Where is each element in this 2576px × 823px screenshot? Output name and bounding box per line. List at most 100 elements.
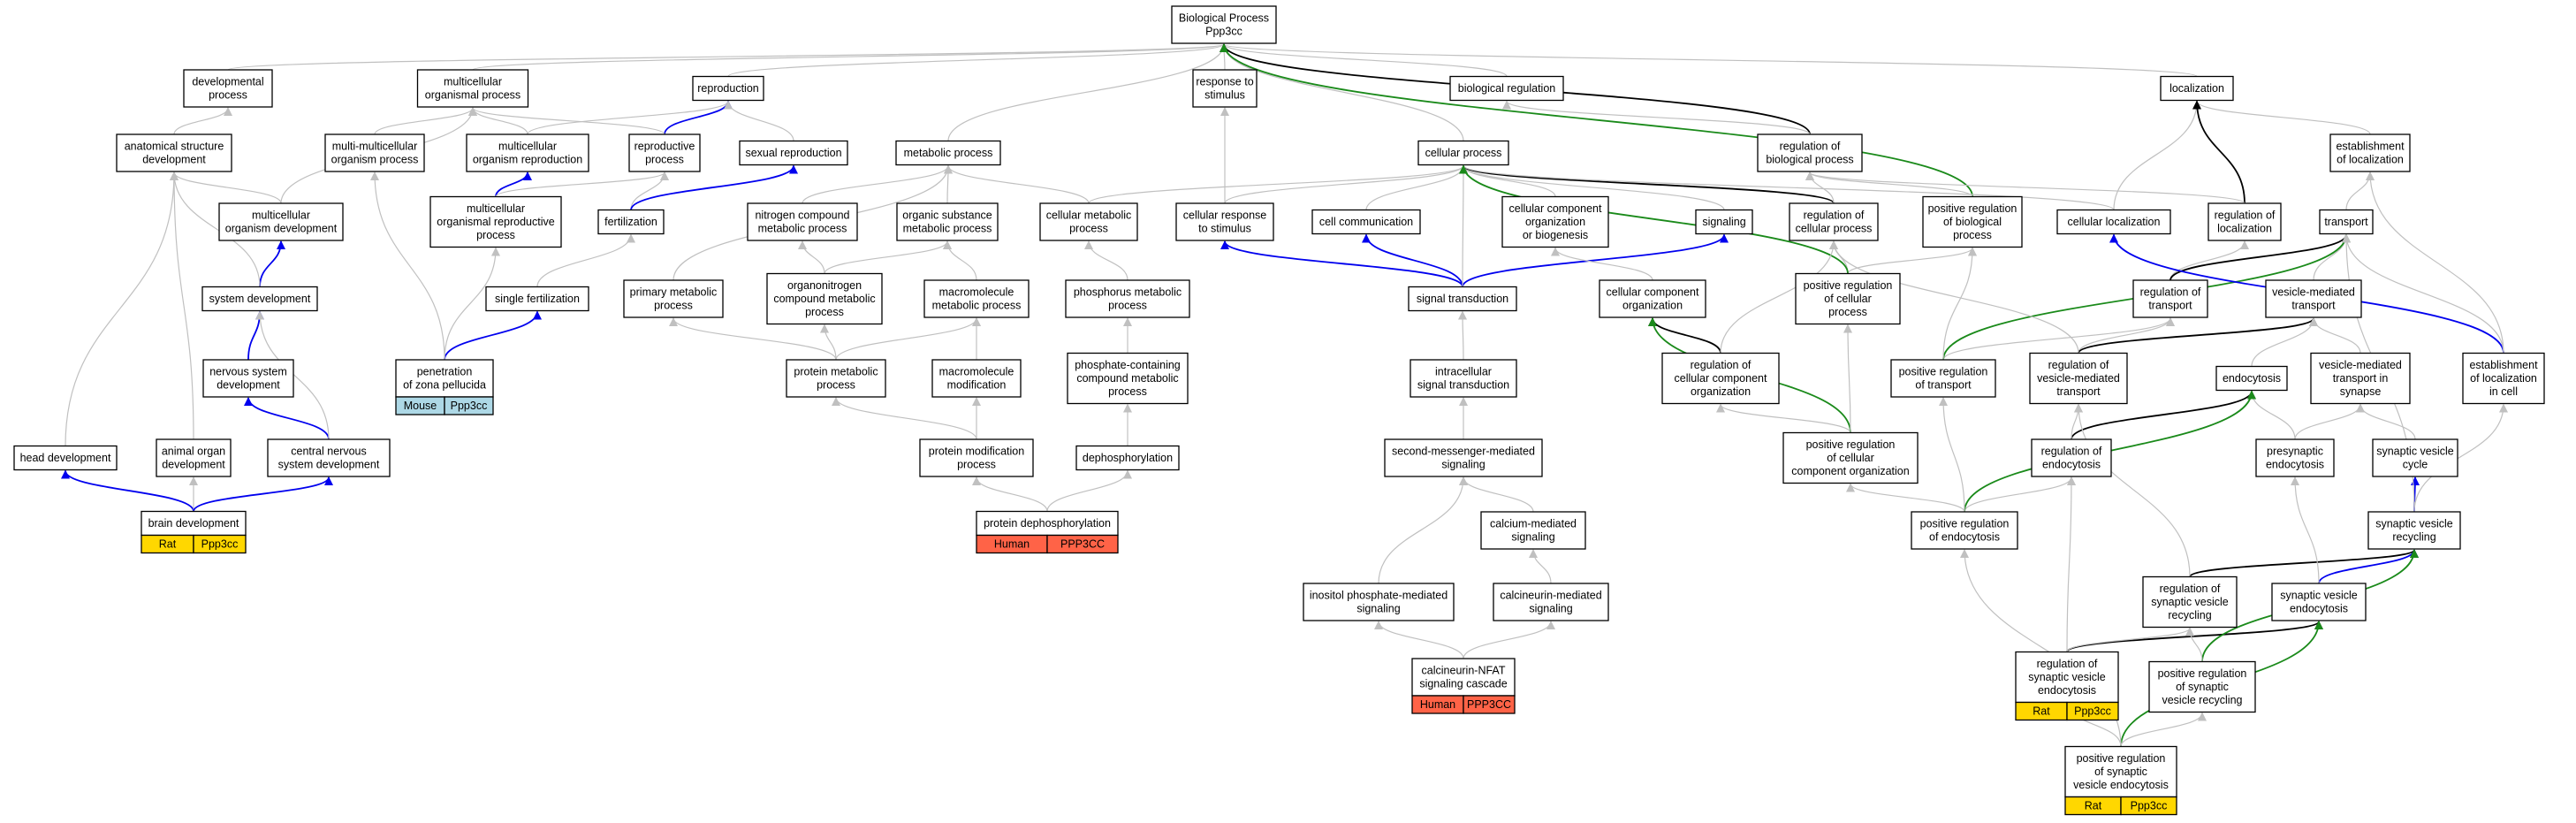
term-box [1695,209,1753,235]
term-node-sexual-reproduction[interactable]: sexual reproduction [739,140,848,166]
term-node-cell-communication[interactable]: cell communication [1311,209,1421,235]
edge-posregendo-to-posregtr [1939,397,1965,513]
term-box [2462,352,2545,405]
term-node-signaling[interactable]: signaling [1695,209,1753,235]
term-box [2029,352,2128,405]
term-node-single-fertilization[interactable]: single fertilization [485,286,589,312]
term-node-signal-transduction[interactable]: signal transduction [1408,286,1517,312]
term-node-localization[interactable]: localization [2160,75,2234,102]
term-node-transport[interactable]: transport [2319,209,2374,235]
term-node-endocytosis[interactable]: endocytosis [2215,365,2288,392]
term-label-line: endocytosis [2042,459,2101,471]
term-node-fertilization[interactable]: fertilization [597,209,665,235]
term-label-line: process [476,229,515,241]
term-box [2132,279,2208,318]
term-node-reproduction[interactable]: reproduction [692,75,764,102]
term-node-head-development[interactable]: head development [13,445,118,471]
term-node-system-development[interactable]: system development [201,286,318,312]
term-label-line: endocytosis [2223,372,2281,385]
term-label-line: recycling [2392,531,2435,544]
term-node-dephosphorylation[interactable]: dephosphorylation [1075,445,1180,471]
term-label-line: metabolic process [904,147,993,159]
term-label-line: cellular component [1607,286,1699,299]
term-box [628,133,701,172]
term-node-cellular-process[interactable]: cellular process [1417,140,1509,166]
term-label-line: reproduction [697,82,759,95]
term-node-cellular-localization[interactable]: cellular localization [2056,209,2171,235]
term-label-line: organonitrogen [787,279,862,292]
term-node-biological-regulation[interactable]: biological regulation [1449,75,1564,102]
edge-cnsd-to-sysdev [255,310,330,440]
edge-crs-to-cellproc [1224,164,1468,204]
term-label-line: synaptic vesicle [2280,590,2358,602]
term-label-line: vesicle-mediated [2319,359,2402,371]
term-box [1067,352,1189,405]
edge-dev-to-root [227,43,1228,71]
term-label-line: Ppp3cc [1205,26,1242,38]
term-node-metabolic-process[interactable]: metabolic process [895,140,1001,166]
edge-svc-to-vmtsyn [2356,403,2416,440]
